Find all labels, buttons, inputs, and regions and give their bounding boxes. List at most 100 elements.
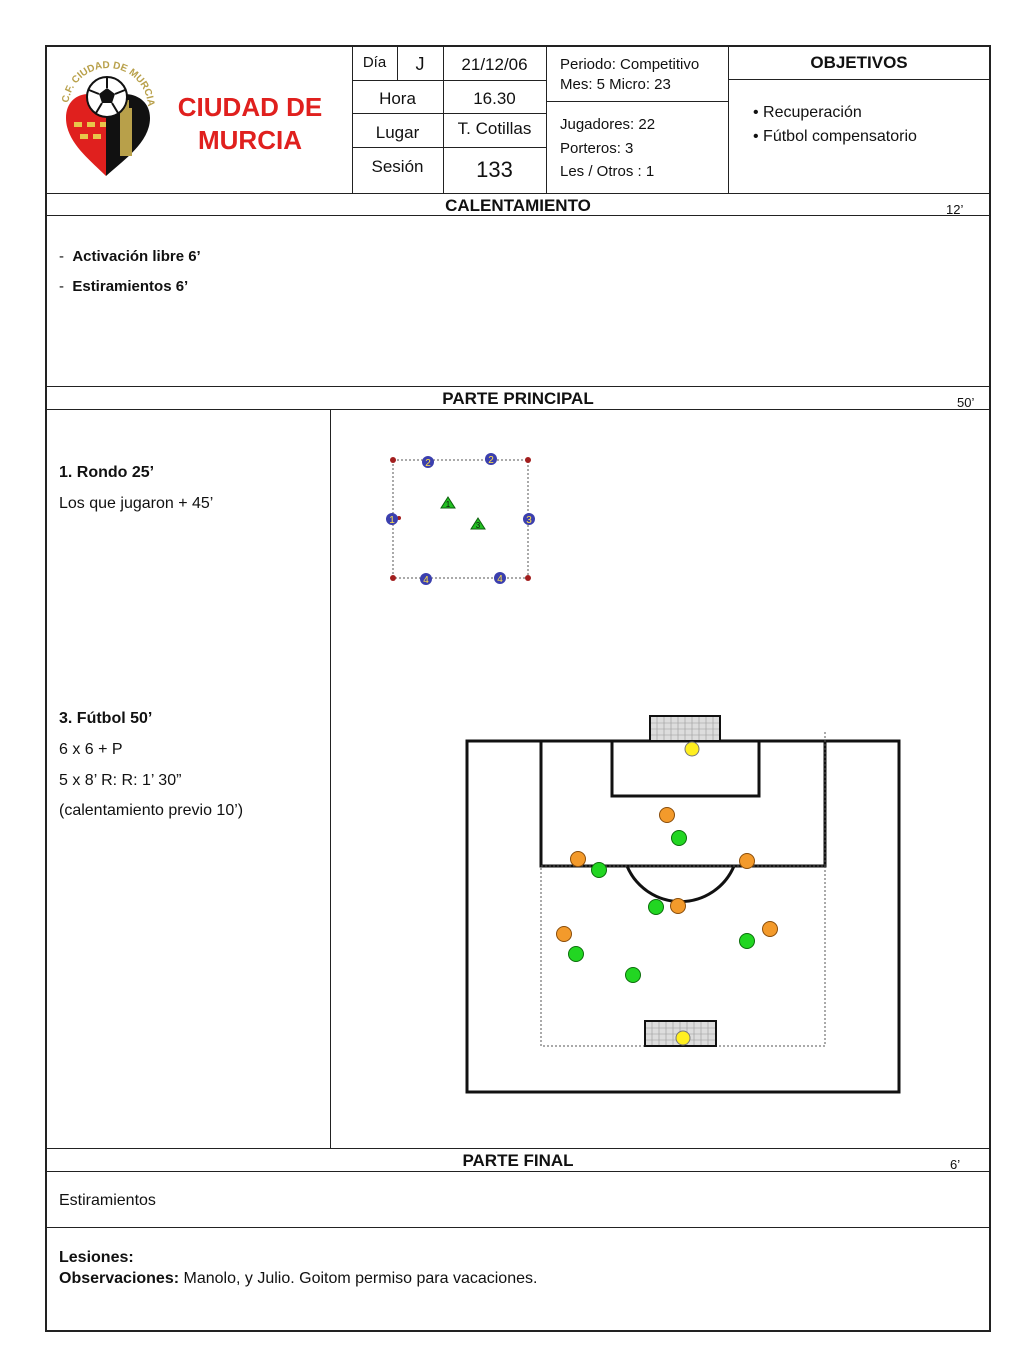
cone <box>397 516 401 520</box>
time-label: Hora <box>379 89 416 108</box>
drill3-line: 6 x 6 + P <box>59 741 123 758</box>
orange-player <box>762 921 778 937</box>
observations: Observaciones: Manolo, y Julio. Goitom p… <box>59 1270 537 1288</box>
goal-area <box>610 739 761 798</box>
final-duration: 6’ <box>950 1157 961 1172</box>
injured-others-text: Les / Otros : 1 <box>560 163 655 180</box>
rondo-defender: 3 <box>470 517 486 530</box>
rondo-player-number: 1 <box>389 515 395 526</box>
header-divider <box>546 45 547 193</box>
orange-player <box>670 898 686 914</box>
club-name-line2: MURCIA <box>198 125 302 155</box>
green-player <box>568 946 584 962</box>
warmup-item: - Estiramientos 6’ <box>59 278 189 295</box>
section-line <box>45 1171 991 1172</box>
place-value: T. Cotillas <box>457 119 532 138</box>
header-divider <box>352 80 546 81</box>
rondo-player: 1 <box>386 513 398 526</box>
header-divider <box>397 45 398 80</box>
warmup-item-label: Estiramientos 6’ <box>72 278 189 295</box>
cone <box>390 457 396 463</box>
drill1-desc: Los que jugaron + 45’ <box>59 495 214 512</box>
objective-item: • Recuperación <box>753 104 862 121</box>
section-line <box>45 1148 991 1149</box>
goalkeeper <box>684 741 700 757</box>
rondo-area <box>392 459 529 579</box>
section-line <box>45 1227 991 1228</box>
green-player <box>648 899 664 915</box>
rondo-diagram: 2 2 1 3 4 4 1 3 <box>386 453 535 586</box>
warmup-duration: 12’ <box>946 202 964 217</box>
header-divider <box>352 147 546 148</box>
cone <box>390 575 396 581</box>
green-player <box>591 862 607 878</box>
header-divider <box>728 45 729 193</box>
game-zone <box>540 865 826 1047</box>
green-player <box>739 933 755 949</box>
goalkeepers-text: Porteros: 3 <box>560 140 634 157</box>
period-text: Periodo: Competitivo <box>560 56 700 73</box>
header-divider <box>546 101 728 102</box>
rondo-player: 4 <box>420 573 432 586</box>
frame-top <box>45 45 991 47</box>
rondo-player-number: 2 <box>488 455 494 466</box>
cone <box>525 457 531 463</box>
orange-player <box>570 851 586 867</box>
green-player <box>625 967 641 983</box>
objective-label: Fútbol compensatorio <box>763 128 917 145</box>
final-text: Estiramientos <box>59 1192 156 1209</box>
date-value: 21/12/06 <box>461 55 528 74</box>
header-divider <box>728 79 990 80</box>
rondo-player: 4 <box>494 572 506 585</box>
drill3-line: 5 x 8’ R: R: 1’ 30” <box>59 772 182 789</box>
cone <box>525 575 531 581</box>
rondo-player-number: 4 <box>423 575 429 586</box>
goalkeeper <box>675 1030 691 1046</box>
goal-net-top <box>649 715 721 742</box>
objectives-title: OBJETIVOS <box>810 53 908 72</box>
warmup-item: - Activación libre 6’ <box>59 248 201 265</box>
observations-label: Observaciones: <box>59 1270 180 1287</box>
section-line <box>45 409 991 410</box>
frame-bottom <box>45 1330 991 1332</box>
time-value: 16.30 <box>473 89 516 108</box>
main-title: PARTE PRINCIPAL <box>442 389 594 408</box>
section-line <box>330 409 331 1149</box>
players-text: Jugadores: 22 <box>560 116 656 133</box>
rondo-player-number: 2 <box>425 458 431 469</box>
header-divider <box>443 45 444 193</box>
drill1-title: 1. Rondo 25’ <box>59 464 155 481</box>
section-line <box>45 193 991 194</box>
club-name-line1: CIUDAD DE <box>177 92 323 122</box>
orange-player <box>659 807 675 823</box>
rondo-player: 2 <box>485 453 497 466</box>
green-player <box>671 830 687 846</box>
rondo-defender: 1 <box>440 496 456 509</box>
penalty-arc <box>625 865 736 904</box>
warmup-title: CALENTAMIENTO <box>445 196 591 215</box>
pitch-diagram <box>465 715 901 1094</box>
section-line <box>45 215 991 216</box>
header-divider <box>352 113 546 114</box>
rondo-player: 3 <box>523 513 535 526</box>
goal-net-bottom <box>644 1020 717 1047</box>
frame-left <box>45 45 47 1332</box>
day-label: Día <box>362 54 387 71</box>
main-duration: 50’ <box>957 395 975 410</box>
orange-player <box>556 926 572 942</box>
objective-label: Recuperación <box>763 104 862 121</box>
pitch-outline <box>465 739 901 1094</box>
rondo-defender-number: 3 <box>476 521 481 530</box>
penalty-area <box>539 739 827 868</box>
drill3-title: 3. Fútbol 50’ <box>59 710 153 727</box>
observations-text: Manolo, y Julio. Goitom permiso para vac… <box>179 1270 538 1287</box>
month-micro-text: Mes: 5 Micro: 23 <box>560 76 671 93</box>
session-value: 133 <box>476 157 513 182</box>
injuries-label: Lesiones: <box>59 1249 134 1266</box>
frame-right <box>989 45 991 1332</box>
objective-item: • Fútbol compensatorio <box>753 128 917 145</box>
day-value: J <box>415 54 425 74</box>
rondo-player-number: 3 <box>526 515 532 526</box>
warmup-item-label: Activación libre 6’ <box>72 248 201 265</box>
logo-text: C.F. CIUDAD DE MURCIA <box>60 60 156 107</box>
